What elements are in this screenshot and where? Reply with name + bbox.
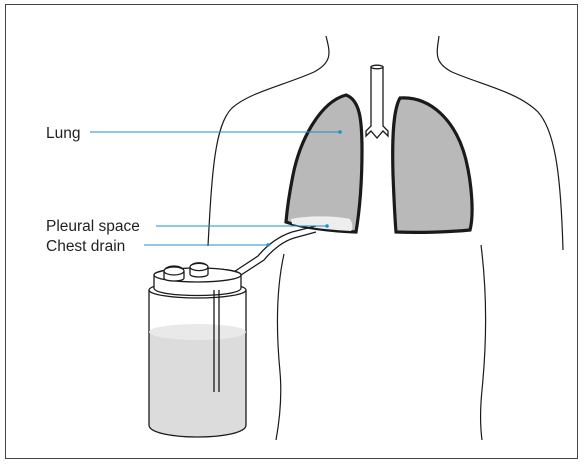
torso-left-line <box>276 254 284 440</box>
label-pleural-space: Pleural space <box>46 218 140 235</box>
trachea-top <box>371 65 383 69</box>
trachea-tube <box>366 67 388 138</box>
trachea <box>366 65 388 138</box>
chest-drain-leader-dot <box>266 243 270 247</box>
lid-knob-right-top <box>190 263 208 270</box>
lung-leader-dot <box>338 130 342 134</box>
lid-knob-left-top <box>164 267 184 275</box>
lung-left <box>286 95 362 232</box>
lung-right <box>393 98 472 233</box>
label-chest-drain: Chest drain <box>46 238 125 255</box>
drainage-bottle <box>149 263 246 437</box>
pleural-space-leader-dot <box>325 224 329 228</box>
label-lung: Lung <box>46 125 80 142</box>
body-outline <box>208 36 563 440</box>
torso-right-line <box>481 245 486 440</box>
fluid-surface <box>149 324 246 340</box>
bottle-fluid <box>149 325 246 437</box>
